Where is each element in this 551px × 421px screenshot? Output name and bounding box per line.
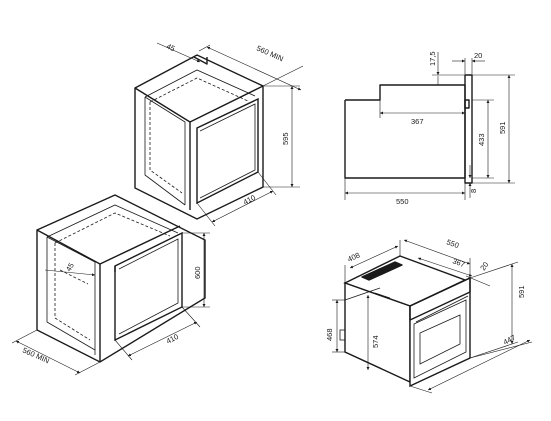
low-gap-label: 45 xyxy=(64,261,76,273)
iso-574-label: 574 xyxy=(371,335,380,348)
tall-gap-label: 45 xyxy=(165,42,176,54)
iso-468-label: 468 xyxy=(325,328,334,341)
tall-cabinet: 560 MIN 45 595 410 xyxy=(134,42,304,227)
oven-iso-view: 408 550 367 20 591 447 468 574 xyxy=(325,237,533,394)
low-height-label: 600 xyxy=(193,266,202,279)
tall-depth-label: 560 MIN xyxy=(255,44,285,64)
oven-side-view: 17,5 20 367 433 591 8 550 xyxy=(344,51,515,206)
side-550-label: 550 xyxy=(396,197,409,206)
side-17-label: 17,5 xyxy=(428,51,437,66)
low-width-label: 410 xyxy=(165,332,180,346)
low-depth-label: 560 MIN xyxy=(21,346,51,366)
side-20-label: 20 xyxy=(474,51,482,60)
iso-550-label: 550 xyxy=(445,237,460,250)
iso-591-label: 591 xyxy=(517,285,526,298)
iso-447-label: 447 xyxy=(502,333,517,347)
side-433-label: 433 xyxy=(477,133,486,146)
iso-20-label: 20 xyxy=(478,260,490,272)
side-591-label: 591 xyxy=(498,121,507,134)
tall-height-label: 595 xyxy=(281,132,290,145)
side-8-label: 8 xyxy=(469,189,478,193)
side-367-label: 367 xyxy=(411,117,424,126)
iso-367-label: 367 xyxy=(451,256,466,269)
iso-408-label: 408 xyxy=(346,251,361,264)
low-cabinet: 45 600 410 560 MIN xyxy=(11,194,210,376)
